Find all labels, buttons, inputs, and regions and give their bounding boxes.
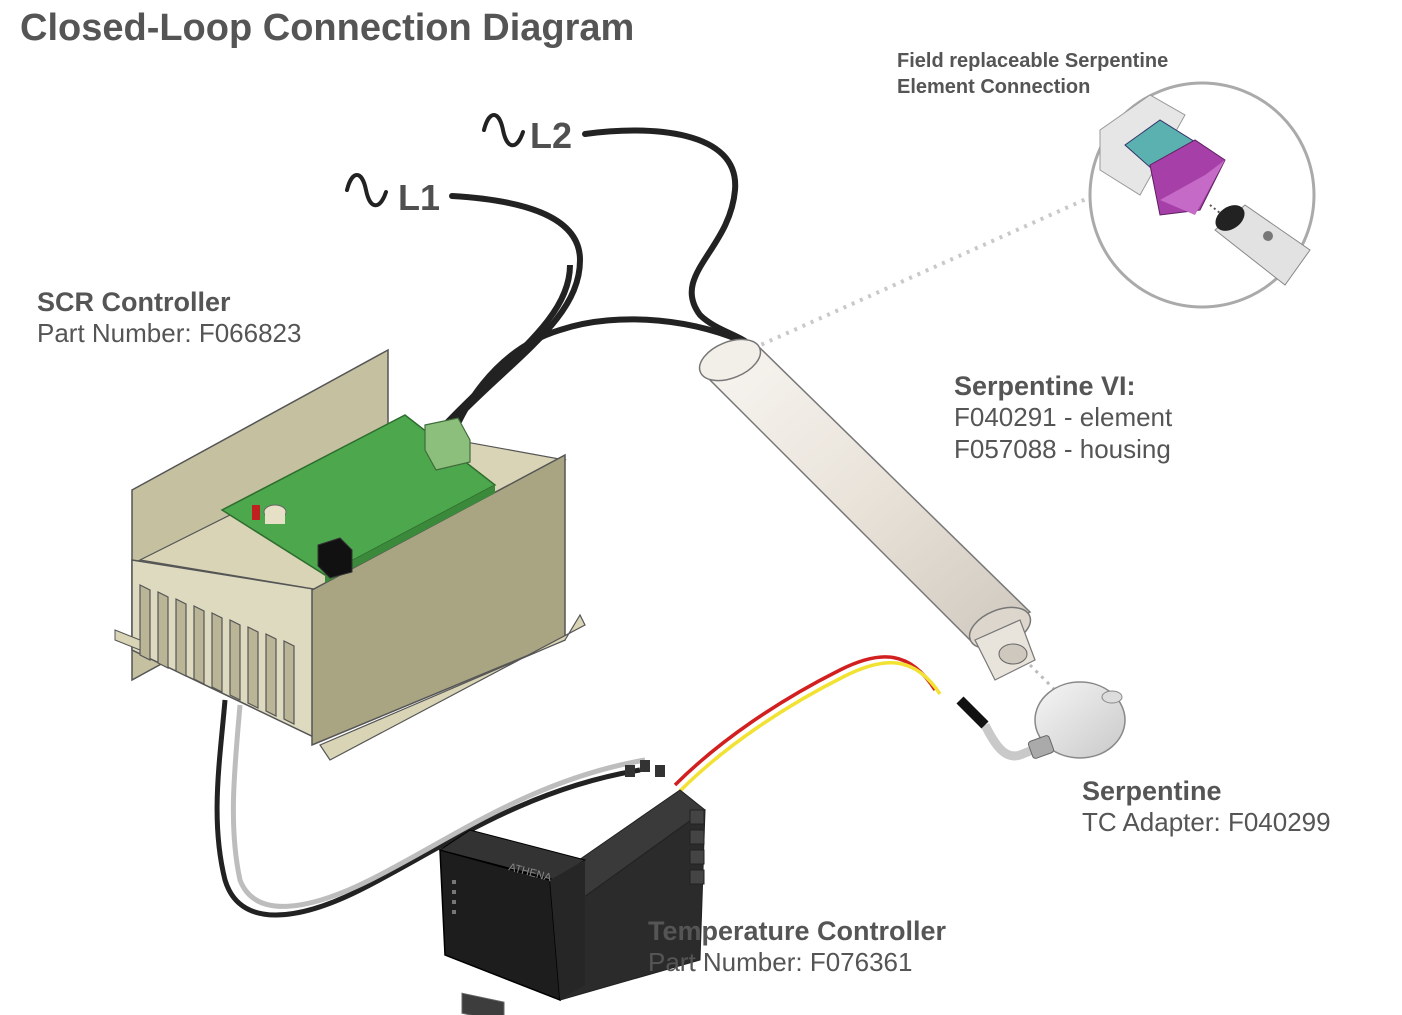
detail-label-line2: Element Connection: [897, 76, 1091, 98]
serpentine-vi-element: F040291 - element: [954, 402, 1173, 433]
wire-l2: [582, 127, 753, 348]
scr-controller-name: SCR Controller: [37, 287, 231, 317]
scr-controller-graphic: [114, 348, 586, 761]
detail-label-line1: Field replaceable Serpentine: [897, 50, 1169, 72]
tc-adapter-label: Serpentine TC Adapter: F040299: [1082, 775, 1331, 839]
wire-l1: [442, 193, 584, 433]
wire-control-black: [214, 699, 641, 918]
ac-sine-icon-l1: [345, 173, 388, 208]
temperature-controller-graphic: ATHENA: [438, 760, 706, 1015]
temp-controller-name: Temperature Controller: [648, 916, 947, 946]
temp-controller-part: Part Number: F076361: [648, 947, 913, 978]
detail-label: Field replaceable Serpentine Element Con…: [897, 48, 1168, 100]
wire-load: [452, 316, 752, 432]
ac-sine-icon-l2: [482, 113, 525, 148]
scr-controller-label: SCR Controller Part Number: F066823: [37, 286, 301, 350]
serpentine-vi-housing: F057088 - housing: [954, 433, 1171, 464]
detail-callout-line: [744, 193, 1096, 354]
wire-thermocouple-yellow: [678, 661, 942, 793]
wire-l1-b: [437, 264, 573, 433]
temp-controller-label: Temperature Controller Part Number: F076…: [648, 915, 946, 979]
wire-control-white: [230, 704, 646, 909]
serpentine-vi-graphic: [698, 338, 1036, 681]
wire-thermocouple-red: [673, 655, 937, 787]
detail-circle-graphic: [1088, 81, 1316, 309]
diagram-title: Closed-Loop Connection Diagram: [20, 7, 635, 49]
line-label-l2: L2: [530, 115, 573, 156]
tc-adapter-name: Serpentine: [1082, 776, 1222, 806]
serpentine-vi-label: Serpentine VI: F040291 - element F057088…: [954, 370, 1172, 465]
line-label-l1: L1: [398, 177, 441, 218]
scr-controller-part: Part Number: F066823: [37, 318, 302, 349]
tc-adapter-graphic: [956, 681, 1126, 761]
tc-adapter-part: TC Adapter: F040299: [1082, 807, 1331, 838]
serpentine-vi-name: Serpentine VI:: [954, 371, 1136, 401]
